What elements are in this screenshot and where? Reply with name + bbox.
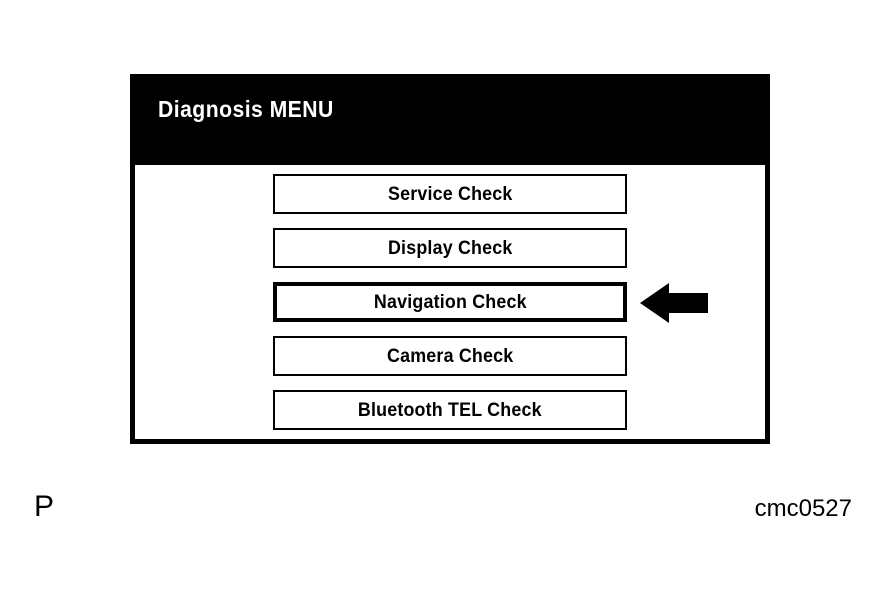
screen-title: Diagnosis MENU — [158, 96, 334, 122]
menu-item-label: Display Check — [387, 237, 513, 259]
diagnosis-menu-list: Service Check Display Check Navigation C… — [273, 174, 627, 444]
menu-item-label: Bluetooth TEL Check — [358, 399, 542, 421]
menu-item-service-check[interactable]: Service Check — [273, 174, 627, 214]
arrow-left-icon — [640, 283, 708, 323]
screen-header-bar: Diagnosis MENU — [130, 74, 770, 165]
menu-item-label: Service Check — [387, 183, 513, 205]
menu-item-display-check[interactable]: Display Check — [273, 228, 627, 268]
menu-item-camera-check[interactable]: Camera Check — [273, 336, 627, 376]
figure-code-label: cmc0527 — [754, 495, 852, 522]
menu-item-label: Navigation Check — [373, 291, 527, 313]
menu-item-navigation-check[interactable]: Navigation Check — [273, 282, 627, 322]
menu-item-label: Camera Check — [386, 345, 514, 367]
menu-item-bluetooth-tel-check[interactable]: Bluetooth TEL Check — [273, 390, 627, 430]
figure-letter-label: P — [34, 490, 55, 523]
diagnosis-menu-screen: Diagnosis MENU Service Check Display Che… — [130, 74, 770, 444]
